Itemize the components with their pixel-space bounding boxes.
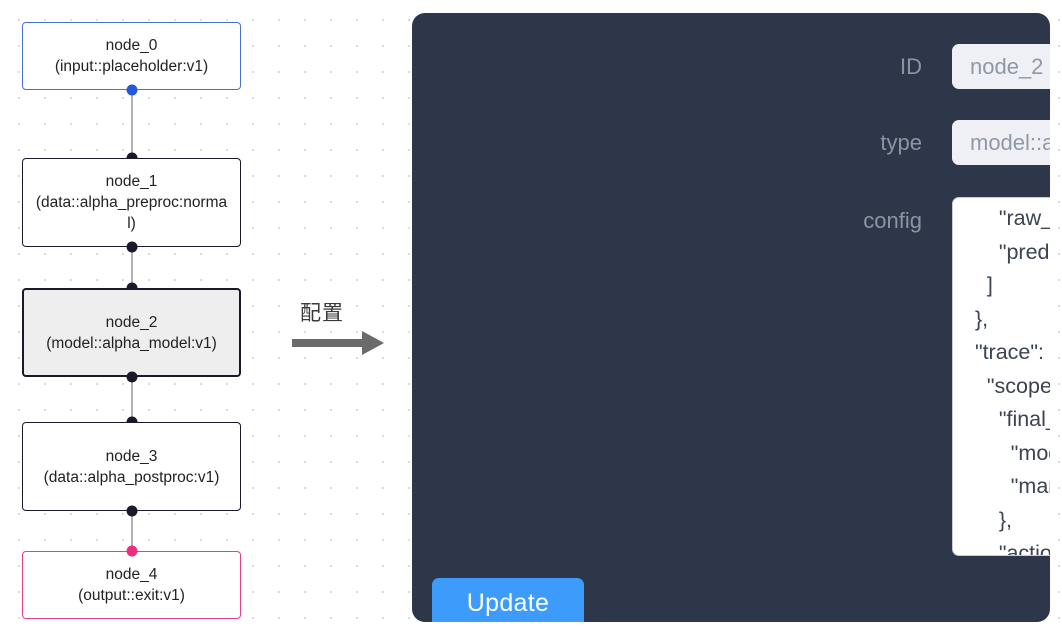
type-input[interactable]: model::alpha_model:v1: [952, 120, 1050, 165]
node-handle-source-node_0[interactable]: [126, 84, 138, 96]
node-label: node_3(data::alpha_postproc:v1): [43, 447, 220, 486]
graph-node-node_4[interactable]: node_4(output::exit:v1): [22, 551, 241, 619]
node-handle-source-node_1[interactable]: [126, 241, 138, 253]
graph-node-node_0[interactable]: node_0(input::placeholder:v1): [22, 22, 241, 90]
annotation-arrow-group: 配置: [292, 297, 402, 359]
node-label: node_2(model::alpha_model:v1): [46, 313, 217, 352]
node-handle-target-node_4[interactable]: [126, 545, 138, 557]
update-button[interactable]: Update: [432, 578, 584, 622]
node-label: node_0(input::placeholder:v1): [54, 37, 209, 75]
graph-node-node_1[interactable]: node_1(data::alpha_preproc:normal): [22, 158, 241, 247]
graph-node-node_3[interactable]: node_3(data::alpha_postproc:v1): [22, 422, 241, 511]
config-field-label: config: [863, 208, 922, 233]
edge-node1-node2[interactable]: [131, 247, 133, 308]
arrow-right-icon: [292, 331, 384, 355]
node-handle-source-node_3[interactable]: [126, 505, 138, 517]
config-textarea-wrapper: "raw_action", "pred" ] }, "trace": { "sc…: [952, 197, 1050, 556]
config-textarea[interactable]: "raw_action", "pred" ] }, "trace": { "sc…: [974, 206, 1050, 555]
id-input[interactable]: node_2: [952, 44, 1050, 89]
edge-node0-node1[interactable]: [131, 90, 133, 158]
edge-node3-node4[interactable]: [131, 511, 133, 551]
type-field-label: type: [880, 130, 922, 155]
node-config-panel: ID node_2 type model::alpha_model:v1 con…: [412, 13, 1050, 622]
id-field-label: ID: [900, 54, 922, 79]
annotation-caption: 配置: [300, 301, 344, 325]
edge-node2-node3[interactable]: [131, 377, 133, 438]
graph-node-node_2[interactable]: node_2(model::alpha_model:v1): [22, 288, 241, 377]
node-label: node_4(output::exit:v1): [78, 566, 185, 604]
node-label: node_1(data::alpha_preproc:normal): [35, 173, 228, 232]
node-handle-source-node_2[interactable]: [126, 371, 138, 383]
